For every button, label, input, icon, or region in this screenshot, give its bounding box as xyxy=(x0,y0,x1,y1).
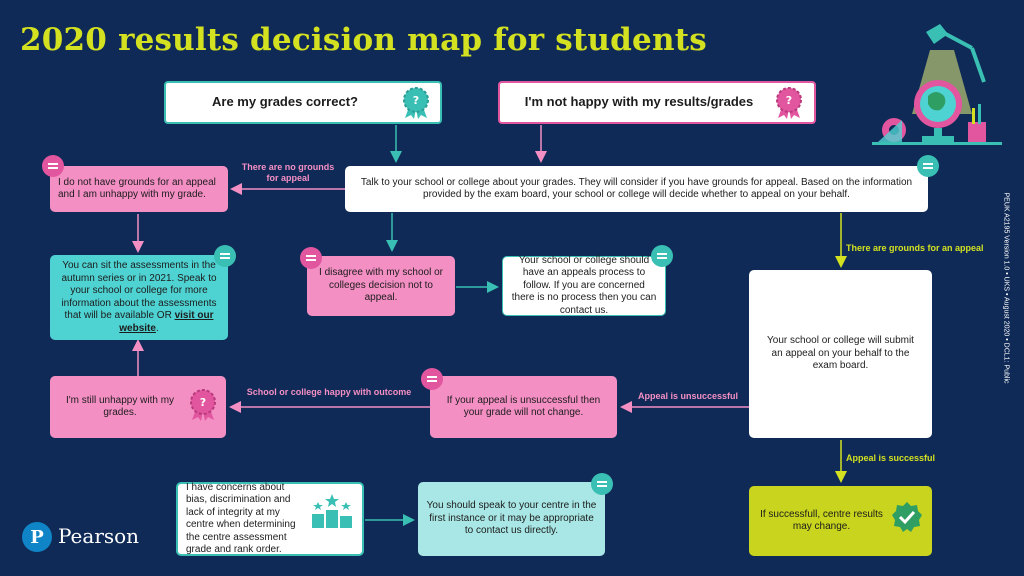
page-title: 2020 results decision map for students xyxy=(20,22,707,58)
box-submit-appeal: Your school or college will submit an ap… xyxy=(749,270,932,438)
visit-website-link[interactable]: visit our website xyxy=(119,310,214,334)
question-badge-pink-icon: ? xyxy=(776,87,802,119)
brand-name: Pearson xyxy=(58,524,140,548)
label-appeal-unsuccessful: Appeal is unsuccessful xyxy=(637,391,739,401)
label-appeal-successful: Appeal is successful xyxy=(846,453,936,463)
side-version-text: PEUK A2195 Version 1.0 • UKS • August 20… xyxy=(1002,192,1010,384)
chat-icon xyxy=(917,155,939,177)
question-box-not-happy: I'm not happy with my results/grades xyxy=(498,81,816,124)
label-grounds: There are grounds for an appeal xyxy=(846,243,984,253)
pearson-logo-icon: P xyxy=(22,522,52,552)
label-no-grounds: There are no grounds for appeal xyxy=(241,162,335,183)
question-badge-teal-icon: ? xyxy=(403,87,429,119)
box-no-grounds: I do not have grounds for an appeal and … xyxy=(50,166,228,212)
chat-icon xyxy=(651,245,673,267)
chat-icon xyxy=(42,155,64,177)
podium-icon xyxy=(312,494,352,528)
question-box-grades-correct: Are my grades correct? xyxy=(164,81,442,124)
box-appeals-process: Your school or college should have an ap… xyxy=(502,255,666,316)
question-not-happy-text: I'm not happy with my results/grades xyxy=(524,94,754,110)
question-badge-pink-icon: ? xyxy=(190,389,216,421)
question-grades-correct-text: Are my grades correct? xyxy=(212,94,358,110)
svg-text:?: ? xyxy=(786,94,792,107)
chat-icon xyxy=(421,368,443,390)
desk-lamp-globe-illustration xyxy=(872,24,1002,145)
box-talk-to-school: Talk to your school or college about you… xyxy=(345,166,928,212)
label-happy-outcome: School or college happy with outcome xyxy=(246,387,412,397)
svg-text:?: ? xyxy=(413,94,419,107)
box-unsuccessful: If your appeal is unsuccessful then your… xyxy=(430,376,617,438)
box-disagree: I disagree with my school or colleges de… xyxy=(307,256,455,316)
checkmark-badge-icon xyxy=(892,502,922,532)
box-speak-centre: You should speak to your centre in the f… xyxy=(418,482,605,556)
chat-icon xyxy=(300,247,322,269)
chat-icon xyxy=(214,245,236,267)
box-sit-assessments: You can sit the assessments in the autum… xyxy=(50,255,228,340)
chat-icon xyxy=(591,473,613,495)
svg-text:?: ? xyxy=(200,396,206,409)
